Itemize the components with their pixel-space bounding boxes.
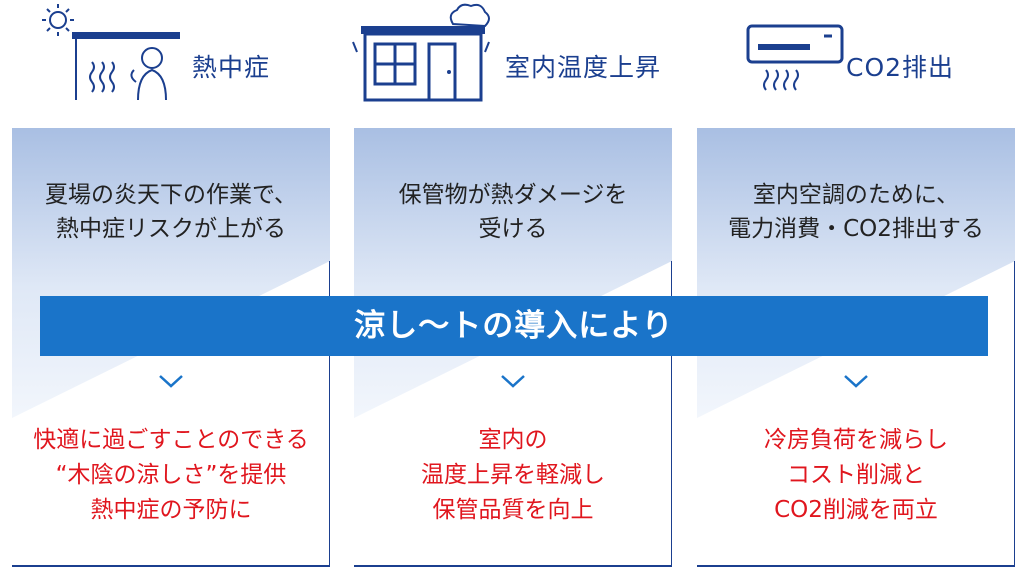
- problem-line: 室内空調のために、: [752, 182, 960, 208]
- header-co2: CO2排出: [680, 0, 1024, 120]
- solution-text: 室内の 温度上昇を軽減し 保管品質を向上: [354, 423, 672, 528]
- solution-line: 熱中症の予防に: [90, 497, 252, 523]
- solution-text: 快適に過ごすことのできる “木陰の涼しさ”を提供 熱中症の予防に: [12, 423, 330, 528]
- problem-line: 熱中症リスクが上がる: [56, 216, 286, 242]
- header-room-temp: 室内温度上昇: [340, 0, 680, 120]
- solution-line: 保管品質を向上: [432, 497, 594, 523]
- heatstroke-person-icon: [42, 4, 180, 101]
- header-label-heatstroke: 熱中症: [192, 53, 271, 82]
- header-heatstroke: 熱中症: [0, 0, 340, 120]
- chevron-down-icon: [844, 375, 868, 388]
- problem-line: 夏場の炎天下の作業で、: [44, 182, 298, 208]
- intro-banner: 涼し〜トの導入により: [40, 296, 988, 356]
- problem-text: 保管物が熱ダメージを 受ける: [354, 178, 672, 246]
- solution-line: “木陰の涼しさ”を提供: [55, 462, 287, 488]
- solution-line: コスト削減と: [787, 462, 925, 488]
- chevron-down-icon: [501, 375, 525, 388]
- problem-line: 電力消費・CO2排出する: [728, 216, 984, 242]
- solution-line: 冷房負荷を減らし: [764, 427, 948, 453]
- solution-text: 冷房負荷を減らし コスト削減と CO2削減を両立: [697, 423, 1015, 528]
- solution-line: 快適に過ごすことのできる: [33, 427, 309, 453]
- solution-line: 温度上昇を軽減し: [421, 462, 605, 488]
- chevron-down-icon: [159, 375, 183, 388]
- problem-line: 受ける: [478, 216, 548, 242]
- solution-line: 室内の: [478, 427, 548, 453]
- header-label-room-temp: 室内温度上昇: [505, 53, 662, 82]
- problem-text: 夏場の炎天下の作業で、 熱中症リスクが上がる: [12, 178, 330, 246]
- header-label-co2: CO2排出: [846, 53, 955, 82]
- solution-line: CO2削減を両立: [774, 497, 938, 523]
- problem-text: 室内空調のために、 電力消費・CO2排出する: [697, 178, 1015, 246]
- problem-line: 保管物が熱ダメージを: [398, 182, 628, 208]
- air-conditioner-icon: [746, 24, 844, 91]
- hot-warehouse-icon: [352, 3, 490, 102]
